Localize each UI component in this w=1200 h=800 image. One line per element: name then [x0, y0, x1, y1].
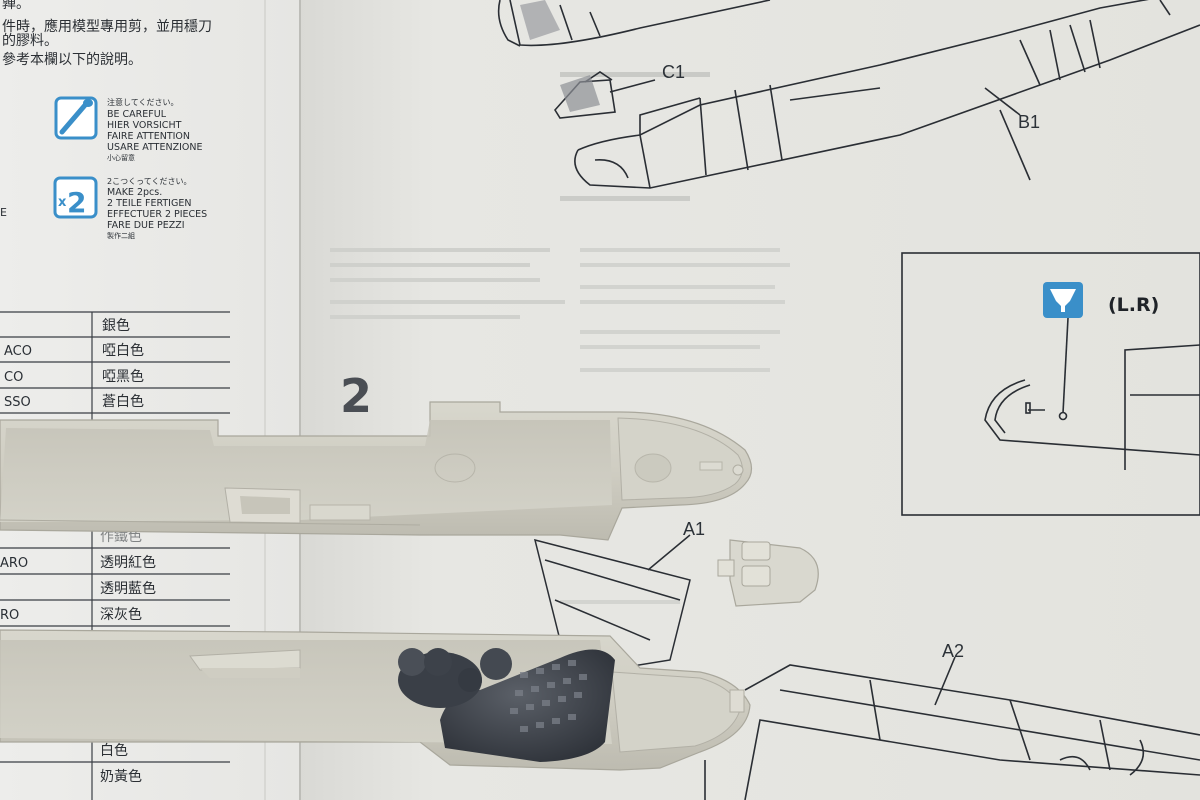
svg-text:2: 2 [67, 186, 86, 219]
detail-inset-box: (L.R) [901, 252, 1200, 516]
color-row-9-right: 白色 [100, 742, 128, 759]
plastic-fuselage-half-upper [0, 401, 753, 541]
fragment-letter: E [0, 206, 7, 219]
color-row-3-left: CO [4, 370, 23, 385]
make2-line-fr: EFFECTUER 2 PIECES [107, 209, 207, 220]
color-table-top [0, 311, 230, 420]
color-row-2-right: 啞白色 [102, 342, 144, 359]
careful-line-fr: FAIRE ATTENTION [107, 131, 190, 142]
resin-cockpit-part [398, 648, 615, 762]
color-row-3-right: 啞黑色 [102, 368, 144, 385]
instruction-line-3: 的膠料。 [2, 33, 58, 49]
part-label-a1: A1 [683, 519, 705, 539]
svg-text:x: x [58, 195, 67, 210]
color-row-4-right: 蒼白色 [102, 393, 144, 410]
color-row-8-left: RO [0, 608, 19, 623]
step-number: 2 [340, 369, 372, 423]
make2-line-jp: 2こつくってください。 [107, 177, 191, 186]
color-row-10-right: 奶黃色 [100, 768, 142, 785]
instruction-line-2: 件時，應用模型專用剪，並用穩刀 [2, 18, 212, 35]
color-row-6-right: 透明紅色 [100, 554, 156, 571]
wing-drawing-a1 [533, 534, 691, 669]
make2-line-en: MAKE 2pcs. [107, 187, 162, 198]
instruction-line-1: 亸。 [2, 0, 30, 12]
color-row-5-right: 作鐵色 [100, 528, 142, 545]
drill-hole-icon [1043, 282, 1083, 318]
careful-line-jp: 注意してください。 [107, 97, 179, 107]
fuselage-drawing-b1 [497, 0, 1200, 189]
careful-line-it: USARE ATTENZIONE [107, 142, 203, 153]
make2-line-it: FARE DUE PEZZI [107, 220, 185, 231]
color-row-2-left: ACO [4, 344, 32, 359]
part-label-c1: C1 [662, 62, 685, 82]
color-row-1-right: 銀色 [102, 317, 130, 334]
show-through-text [330, 72, 790, 604]
careful-line-de: HIER VORSICHT [107, 120, 182, 131]
color-row-7-right: 透明藍色 [100, 580, 156, 597]
inset-label: (L.R) [1108, 294, 1159, 316]
color-row-6-left: ARO [0, 556, 28, 571]
color-table-bottom [0, 530, 230, 800]
x2-make-two-icon: x 2 [53, 176, 98, 219]
make2-line-zh: 製作二組 [107, 231, 135, 240]
careful-text-block: 注意してください。 BE CAREFUL HIER VORSICHT FAIRE… [107, 97, 203, 162]
make2-line-de: 2 TEILE FERTIGEN [107, 198, 191, 209]
plastic-small-part [717, 539, 819, 607]
color-row-8-right: 深灰色 [100, 606, 142, 623]
brush-warning-icon [54, 96, 98, 140]
careful-line-zh: 小心留意 [107, 153, 135, 162]
part-label-a2: A2 [942, 641, 964, 661]
instruction-line-4: 參考本欄以下的說明。 [2, 51, 142, 68]
wing-drawing-a2 [704, 656, 1200, 800]
part-label-b1: B1 [1018, 112, 1040, 132]
make2-text-block: 2こつくってください。 MAKE 2pcs. 2 TEILE FERTIGEN … [107, 177, 207, 240]
color-row-4-left: SSO [4, 395, 31, 410]
careful-line-en: BE CAREFUL [107, 109, 167, 120]
